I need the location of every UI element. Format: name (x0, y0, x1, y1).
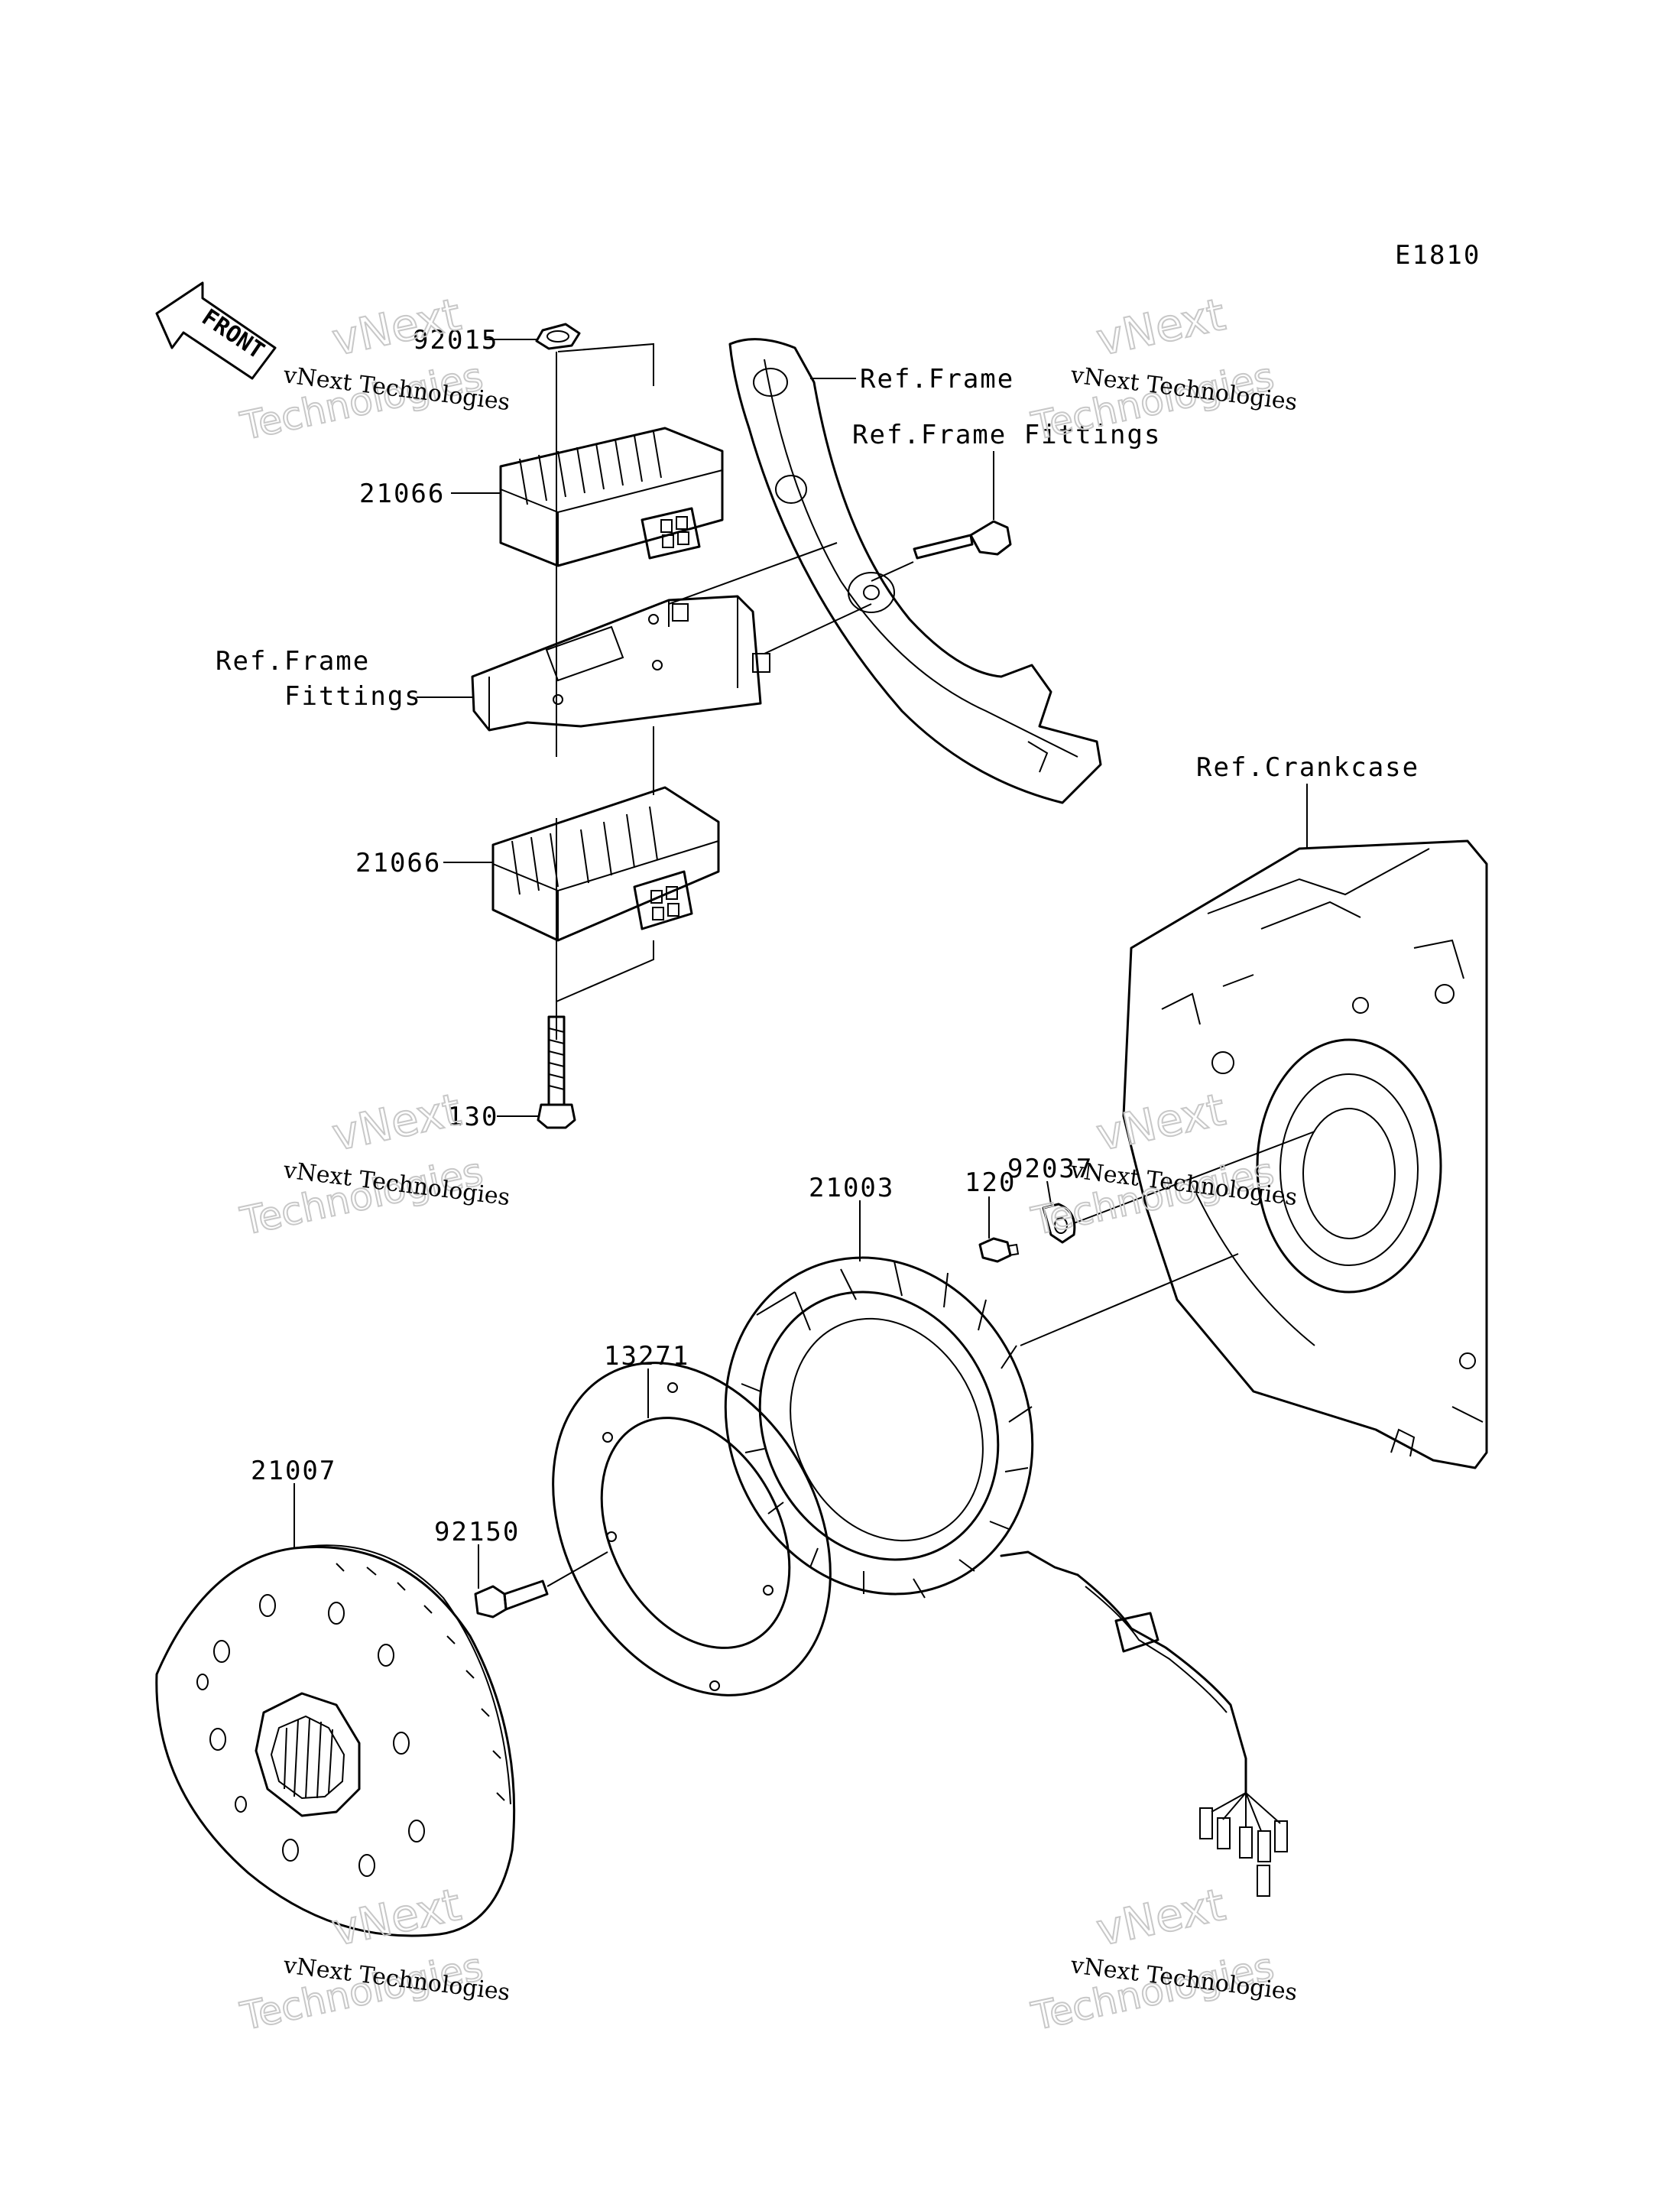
label-92015: 92015 (413, 325, 498, 356)
watermark-bottom-right: vNext Technologies vNext Technologies (1026, 1878, 1299, 2040)
front-arrow-icon: FRONT (155, 281, 277, 380)
bolt-130[interactable] (537, 1015, 576, 1129)
label-frame-fittings-left-1: Ref.Frame (216, 646, 370, 677)
plate-13271[interactable] (498, 1314, 885, 1743)
label-frame-fittings-right: Ref.Frame Fittings (852, 420, 1161, 450)
svg-text:vNext: vNext (1092, 288, 1230, 366)
bolt-92150[interactable] (474, 1580, 549, 1618)
diagram-code: E1810 (1395, 240, 1481, 271)
bolt-92150-line (546, 1551, 608, 1587)
label-120: 120 (965, 1167, 1016, 1198)
crankcase (1122, 839, 1488, 1469)
label-130: 130 (447, 1102, 498, 1132)
stator-crankcase-line (1020, 1253, 1239, 1346)
frame-bolt[interactable] (913, 520, 1012, 560)
label-frame-fittings-left-2: Fittings (284, 681, 422, 712)
watermark-top-right: vNext Technologies vNext Technologies (1026, 287, 1299, 450)
clamp-92037[interactable] (1042, 1203, 1076, 1244)
frame-bolt-line (871, 561, 914, 582)
regulator-21066-bottom[interactable] (491, 786, 720, 942)
svg-text:vNext: vNext (1092, 1083, 1230, 1161)
label-21066-top: 21066 (359, 479, 445, 509)
watermark-bottom-left: vNext Technologies vNext Technologies (235, 1878, 511, 2040)
clamp-line (1073, 1131, 1315, 1224)
front-label: FRONT (197, 304, 269, 365)
assembly-line-bottom (556, 940, 654, 1002)
leader-92037 (1046, 1180, 1052, 1205)
assembly-line-top (557, 343, 654, 386)
label-21007: 21007 (251, 1456, 336, 1486)
rotor-21007[interactable] (155, 1544, 516, 1937)
svg-text:vNext: vNext (1092, 1878, 1230, 1956)
regulator-21066-top[interactable] (499, 427, 724, 567)
stator-21003[interactable] (671, 1207, 1288, 1897)
frame-member (728, 338, 1102, 804)
bolt-120[interactable] (978, 1237, 1020, 1263)
label-ref-crankcase: Ref.Crankcase (1196, 752, 1419, 783)
label-ref-frame: Ref.Frame (860, 364, 1014, 394)
watermark-top-left: vNext Technologies vNext Technologies (235, 287, 511, 450)
bracket-to-frame-line-2 (668, 542, 838, 605)
label-13271: 13271 (604, 1341, 689, 1372)
label-92037: 92037 (1007, 1154, 1093, 1184)
bracket-frame-fittings (471, 595, 770, 732)
nut-92015[interactable] (535, 323, 581, 350)
svg-text:vNext: vNext (328, 1878, 465, 1956)
bracket-to-frame-line (764, 603, 872, 654)
label-21066-bottom: 21066 (355, 848, 441, 878)
label-92150: 92150 (434, 1517, 520, 1547)
svg-text:vNext: vNext (328, 1083, 465, 1161)
label-21003: 21003 (809, 1173, 894, 1203)
